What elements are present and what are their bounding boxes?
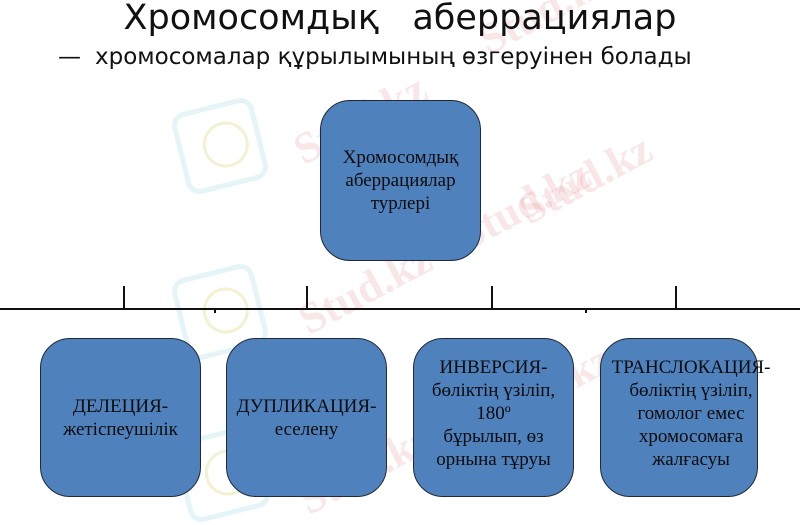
child-node-duplication: ДУПЛИКАЦИЯ- еселену: [226, 338, 387, 497]
watermark-logo-icon: [169, 95, 271, 197]
watermark-text: Stud.kz: [510, 123, 660, 235]
child-node-label: ДЕЛЕЦИЯ- жетіспеушілік: [63, 395, 178, 440]
subtitle-text: хромосомалар құрылымының өзгеруінен бола…: [95, 44, 692, 70]
connector-mark: [585, 309, 587, 313]
child-node-label: ИНВЕРСИЯ- бөліктің үзіліп, 180º бұрылып,…: [431, 357, 556, 470]
connector-tick: [491, 286, 493, 309]
root-node: Хромосомдық аберрациялар турлері: [320, 100, 481, 261]
root-node-label: Хромосомдық аберрациялар турлері: [342, 147, 459, 214]
child-node-deletion: ДЕЛЕЦИЯ- жетіспеушілік: [40, 338, 201, 497]
connector-line: [0, 308, 800, 310]
slide-subtitle: — хромосомалар құрылымының өзгеруінен бол…: [58, 44, 692, 70]
connector-tick: [675, 286, 677, 309]
connector-tick: [123, 286, 125, 309]
slide-title: Хромосомдық аберрациялар: [123, 0, 677, 38]
dash-bullet: —: [58, 44, 81, 70]
connector-tick: [306, 286, 308, 309]
child-node-inversion: ИНВЕРСИЯ- бөліктің үзіліп, 180º бұрылып,…: [413, 338, 574, 497]
child-node-label: ДУПЛИКАЦИЯ- еселену: [236, 395, 377, 440]
connector-mark: [214, 309, 216, 313]
child-node-label: ТРАНСЛОКАЦИЯ- бөліктің үзіліп, гомолог е…: [611, 357, 771, 470]
child-node-translocation: ТРАНСЛОКАЦИЯ- бөліктің үзіліп, гомолог е…: [600, 338, 770, 497]
